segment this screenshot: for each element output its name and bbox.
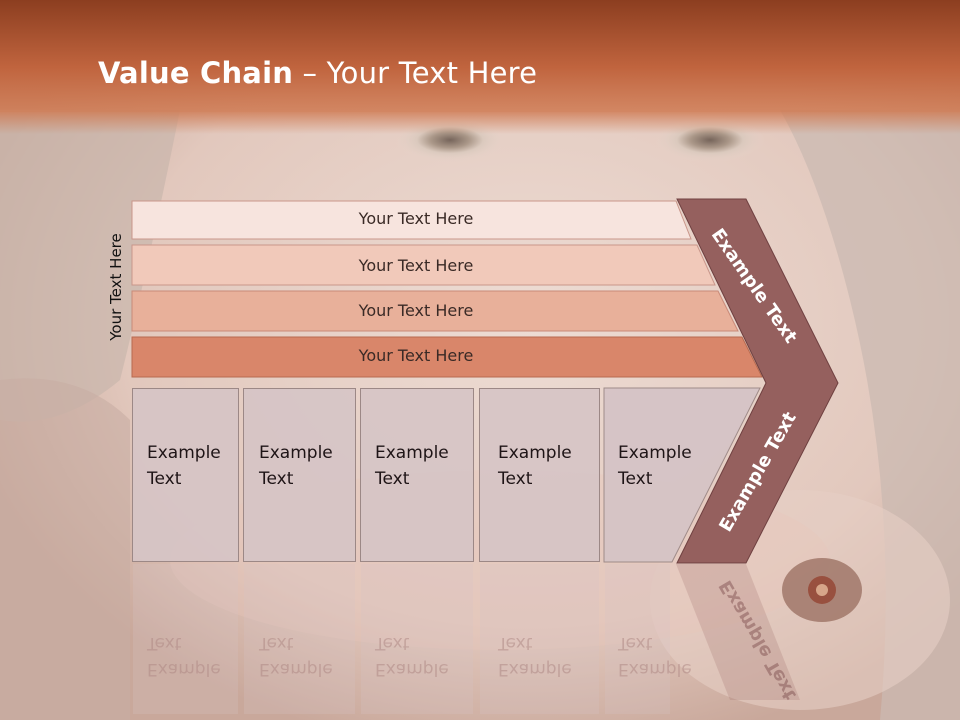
- box-1-reflection: Example Text: [147, 630, 221, 682]
- row-band-1: [131, 200, 692, 240]
- box-5-line1: Example: [618, 443, 692, 463]
- box-1-refl-line2: Text: [147, 633, 182, 653]
- box-4-refl-line1: Example: [498, 659, 572, 679]
- ring-ornament: [782, 558, 862, 622]
- boxes-reflection: [133, 564, 800, 714]
- row-label-3: Your Text Here: [358, 301, 474, 320]
- box-5-refl-line2: Text: [618, 633, 653, 653]
- box-5-line2: Text: [618, 469, 653, 489]
- row-band-4: [131, 336, 763, 378]
- box-3-refl-line1: Example: [375, 659, 449, 679]
- box-5-reflection: Example Text: [618, 630, 692, 682]
- row-label-2: Your Text Here: [358, 256, 474, 275]
- title-bold: Value Chain: [98, 56, 294, 90]
- box-2-line2: Text: [259, 469, 294, 489]
- box-3: [360, 388, 474, 562]
- box-3-line1: Example: [375, 443, 449, 463]
- box-4-line1: Example: [498, 443, 572, 463]
- box-2-text: Example Text: [259, 440, 333, 492]
- box-1-line2: Text: [147, 469, 182, 489]
- box-3-text: Example Text: [375, 440, 449, 492]
- row-label-4: Your Text Here: [358, 346, 474, 365]
- box-3-refl-line2: Text: [375, 633, 410, 653]
- row-band-3: [131, 290, 739, 332]
- box-1: [132, 388, 239, 562]
- box-2-reflection: Example Text: [259, 630, 333, 682]
- box-3-reflection: Example Text: [375, 630, 449, 682]
- box-5-shape: [603, 387, 761, 563]
- box-4: [479, 388, 600, 562]
- box-4-text: Example Text: [498, 440, 572, 492]
- box-5-text: Example Text: [618, 440, 692, 492]
- box-2-refl-line2: Text: [259, 633, 294, 653]
- box-5-refl-line1: Example: [618, 659, 692, 679]
- row-band-2: [131, 244, 716, 286]
- slide-title: Value Chain – Your Text Here: [98, 56, 537, 90]
- row-label-1: Your Text Here: [358, 209, 474, 228]
- title-rest: – Your Text Here: [293, 56, 538, 90]
- box-1-text: Example Text: [147, 440, 221, 492]
- box-4-line2: Text: [498, 469, 533, 489]
- box-2-line1: Example: [259, 443, 333, 463]
- box-4-reflection: Example Text: [498, 630, 572, 682]
- box-4-refl-line2: Text: [498, 633, 533, 653]
- box-2-refl-line1: Example: [259, 659, 333, 679]
- vertical-label: Your Text Here: [107, 233, 125, 341]
- box-2: [243, 388, 356, 562]
- chevron-arrow: [676, 198, 839, 564]
- box-1-line1: Example: [147, 443, 221, 463]
- box-1-refl-line1: Example: [147, 659, 221, 679]
- box-3-line2: Text: [375, 469, 410, 489]
